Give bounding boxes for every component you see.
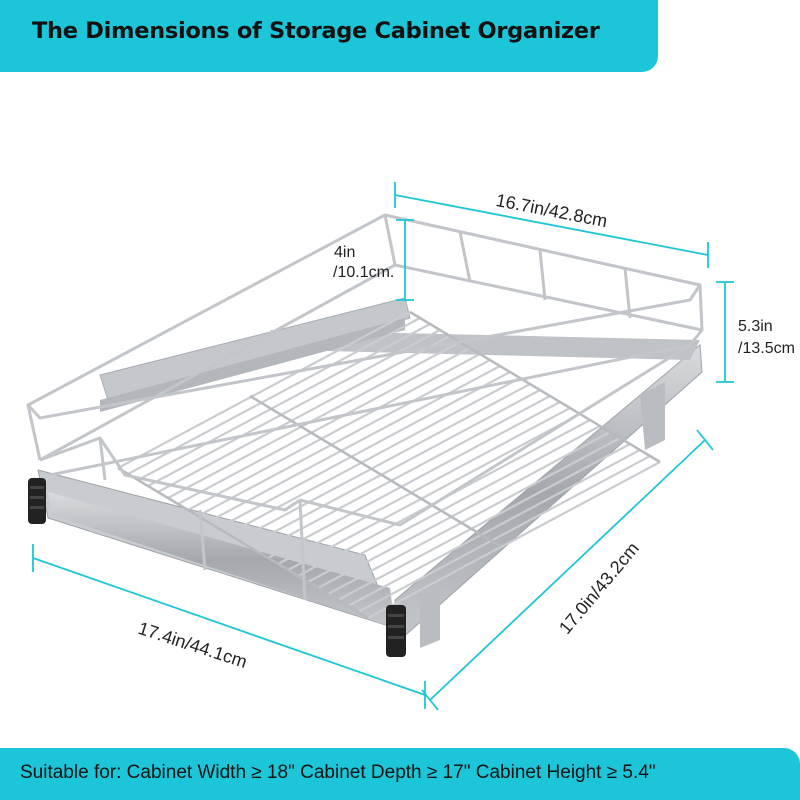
title-banner: The Dimensions of Storage Cabinet Organi… xyxy=(0,0,658,72)
wire-frame xyxy=(26,213,704,601)
slide-rails xyxy=(37,330,703,648)
total-height-cm: /13.5cm xyxy=(738,340,795,357)
bumper-right xyxy=(386,605,406,657)
back-panel xyxy=(99,297,411,412)
wire-height-inches: 4in xyxy=(334,244,356,261)
dimension-lines xyxy=(32,182,734,711)
footer-banner: Suitable for: Cabinet Width ≥ 18" Cabine… xyxy=(0,748,800,800)
wire-floor-crossbars xyxy=(117,310,661,620)
page-title: The Dimensions of Storage Cabinet Organi… xyxy=(32,18,600,44)
total-height-inches: 5.3in xyxy=(738,318,773,335)
cabinet-requirements: Suitable for: Cabinet Width ≥ 18" Cabine… xyxy=(20,762,656,783)
wire-floor xyxy=(117,311,661,619)
wire-height-cm: /10.1cm. xyxy=(333,264,395,281)
bumper-left xyxy=(28,478,46,524)
